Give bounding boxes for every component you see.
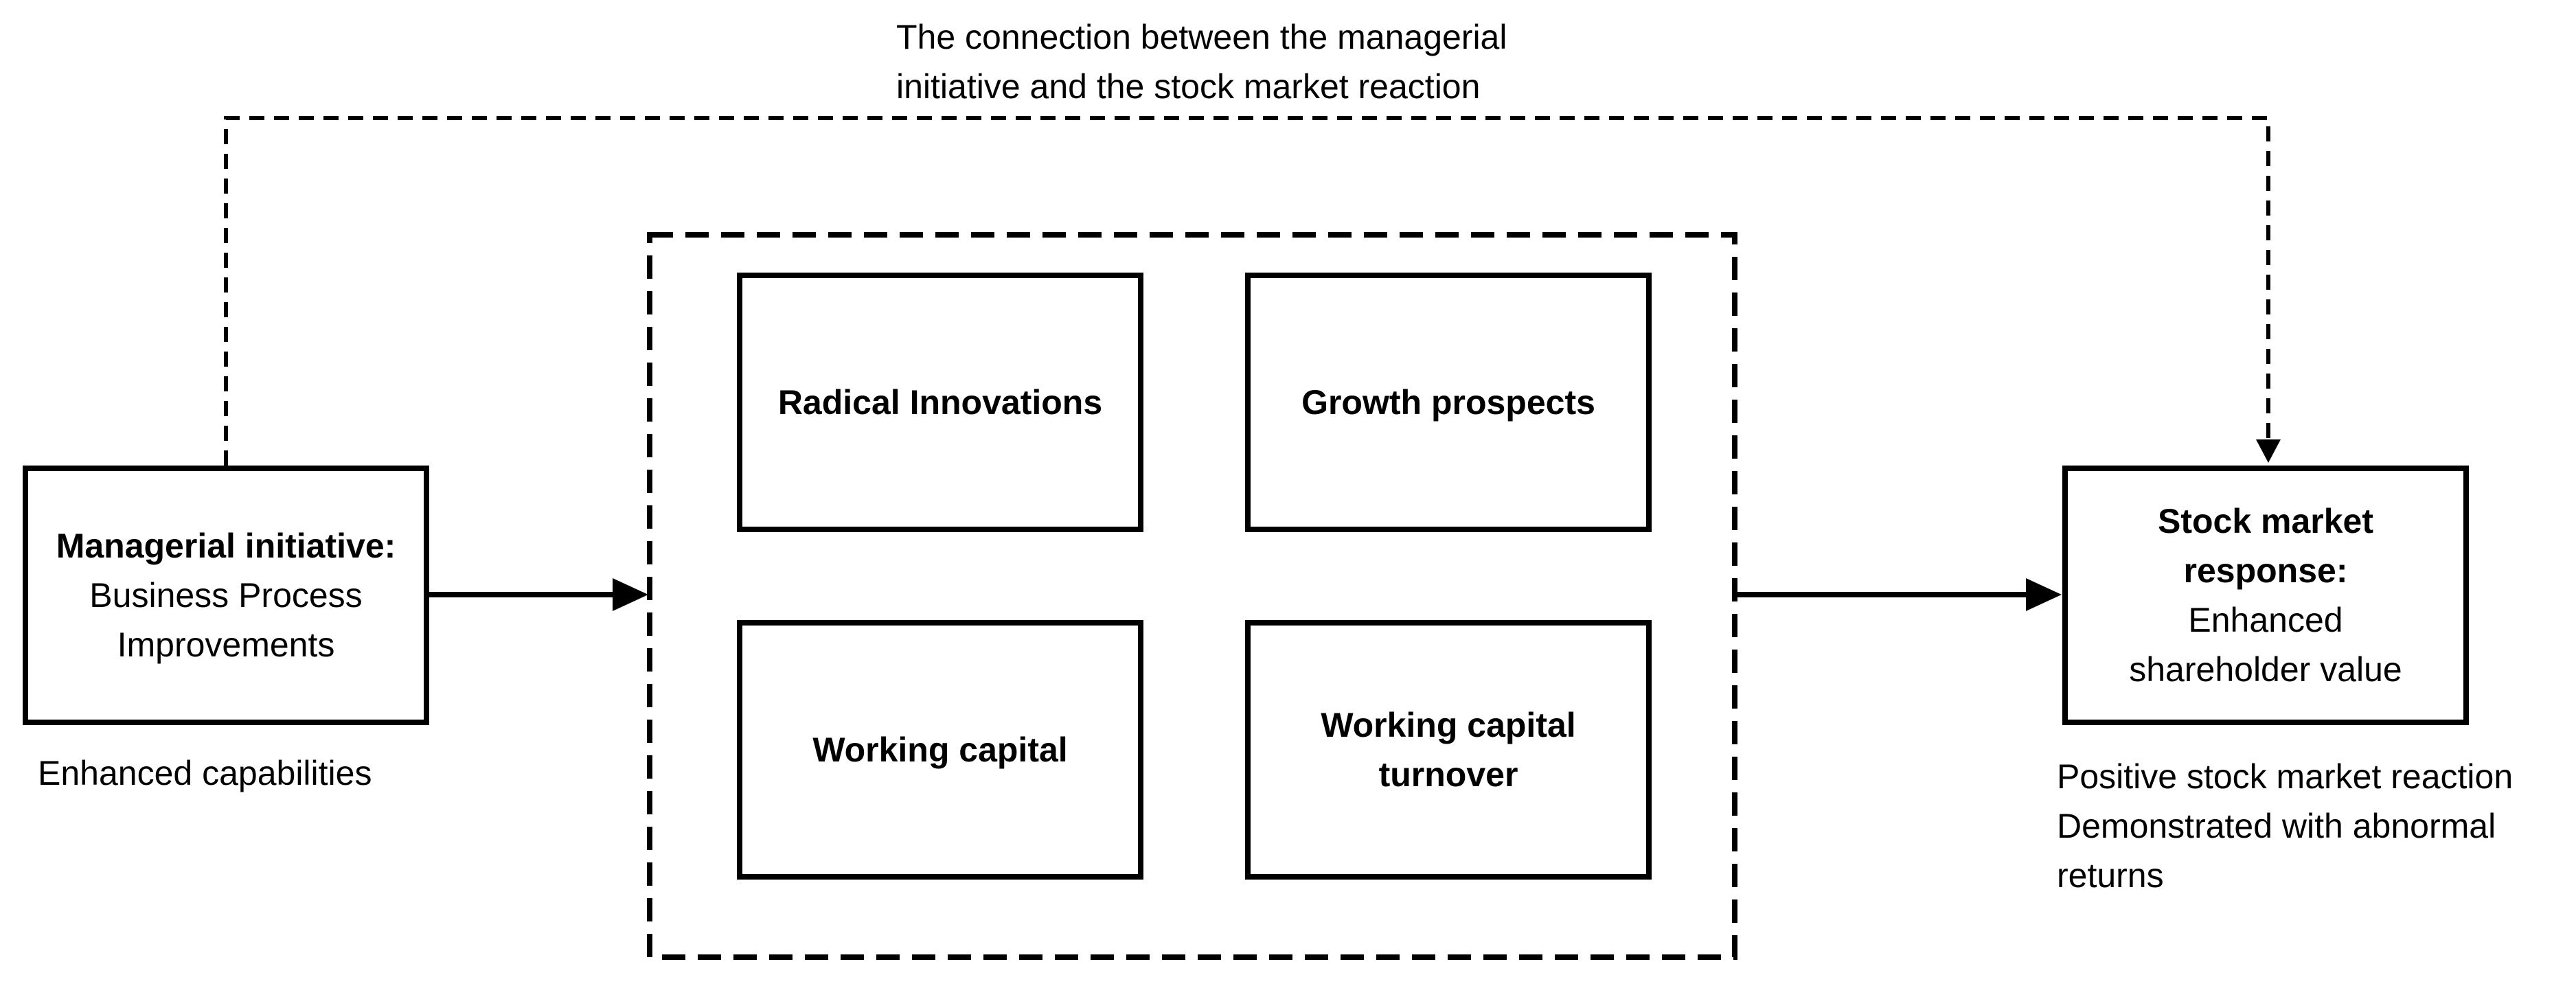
mediator-label-line2: turnover bbox=[1378, 755, 1518, 794]
stock-response-line1: Enhanced bbox=[2188, 601, 2343, 639]
stock-reaction-caption-line1: Positive stock market reaction bbox=[2057, 757, 2514, 796]
stock-reaction-caption: Positive stock market reaction Demonstra… bbox=[2057, 752, 2513, 900]
mediator-label: Growth prospects bbox=[1301, 383, 1595, 422]
arrow-mediators-to-response-head bbox=[2026, 578, 2062, 611]
stock-reaction-caption-line3: returns bbox=[2057, 856, 2164, 895]
managerial-initiative-line2: Improvements bbox=[117, 626, 335, 664]
stock-reaction-caption-line2: Demonstrated with abnormal bbox=[2057, 807, 2496, 845]
stock-market-response-box: Stock market response: Enhanced sharehol… bbox=[2062, 466, 2469, 725]
connection-label-line2: initiative and the stock market reaction bbox=[896, 67, 1481, 106]
mediator-label: Working capital bbox=[812, 731, 1068, 769]
connection-label: The connection between the managerial in… bbox=[896, 12, 1507, 111]
arrow-initiative-to-mediators-head bbox=[613, 578, 648, 611]
dashed-connection-line bbox=[224, 116, 2270, 466]
mediator-label-line1: Working capital bbox=[1321, 706, 1576, 744]
managerial-initiative-box: Managerial initiative: Business Process … bbox=[23, 466, 429, 725]
stock-response-line2: shareholder value bbox=[2129, 650, 2402, 689]
mediator-box-growth-prospects: Growth prospects bbox=[1245, 273, 1652, 532]
stock-response-title-line2: response: bbox=[2183, 551, 2348, 590]
enhanced-capabilities-caption: Enhanced capabilities bbox=[38, 754, 372, 792]
mediator-container bbox=[647, 232, 1737, 960]
mediator-box-working-capital-turnover: Working capital turnover bbox=[1245, 620, 1652, 880]
managerial-initiative-line1: Business Process bbox=[89, 576, 363, 615]
mediator-label: Radical Innovations bbox=[777, 383, 1103, 422]
connection-label-line1: The connection between the managerial bbox=[896, 18, 1507, 56]
managerial-initiative-title: Managerial initiative: bbox=[56, 527, 396, 565]
dashed-connection-arrowhead bbox=[2256, 439, 2281, 463]
stock-response-title-line1: Stock market bbox=[2157, 502, 2374, 540]
mediator-box-radical-innovations: Radical Innovations bbox=[737, 273, 1143, 532]
mediator-box-working-capital: Working capital bbox=[737, 620, 1143, 880]
